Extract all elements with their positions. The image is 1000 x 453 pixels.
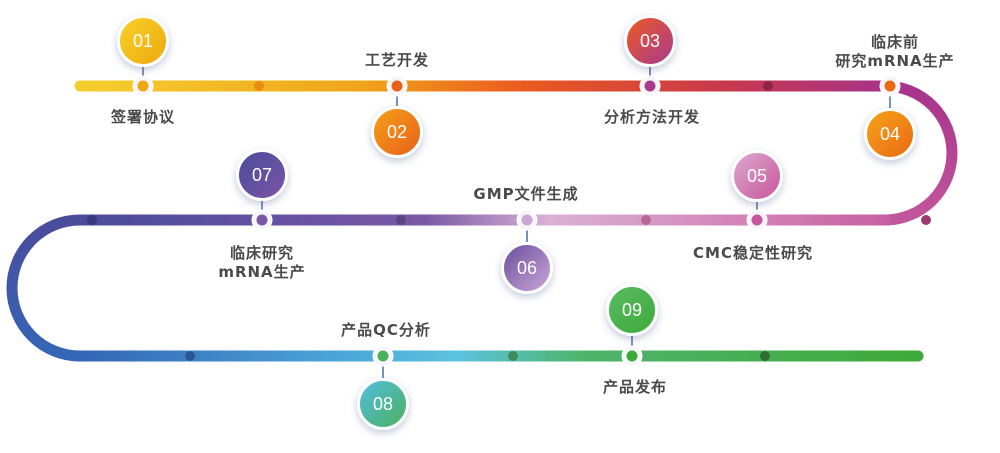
milestone-dot-06 bbox=[521, 214, 533, 226]
milestone-dot-04 bbox=[884, 80, 896, 92]
track-dot bbox=[763, 81, 773, 91]
track-dot bbox=[396, 215, 406, 225]
step-label-01: 签署协议 bbox=[110, 108, 176, 126]
step-number: 09 bbox=[621, 299, 643, 320]
milestone-dot-02 bbox=[391, 80, 403, 92]
step-badge-08: 08 bbox=[357, 378, 409, 430]
step-badge-02: 02 bbox=[371, 106, 423, 158]
step-number: 08 bbox=[372, 393, 394, 414]
track-dots bbox=[87, 81, 931, 361]
step-number: 01 bbox=[132, 30, 154, 51]
milestones bbox=[132, 75, 901, 367]
step-number: 05 bbox=[746, 165, 768, 186]
step-badge-01: 01 bbox=[117, 15, 169, 67]
track-dot bbox=[760, 351, 770, 361]
track-curve-right bbox=[884, 80, 958, 226]
step-label-04-line1: 临床前 bbox=[870, 33, 919, 51]
step-label-07-line1: 临床研究 bbox=[229, 244, 294, 262]
step-label-07-line2: mRNA生产 bbox=[218, 263, 306, 281]
step-badge-09: 09 bbox=[606, 284, 658, 336]
step-number: 07 bbox=[251, 164, 273, 185]
step-label-03: 分析方法开发 bbox=[603, 108, 701, 126]
step-badge-04: 04 bbox=[864, 108, 916, 160]
milestone-dot-05 bbox=[751, 214, 763, 226]
track-dot bbox=[185, 351, 195, 361]
step-number: 03 bbox=[639, 30, 661, 51]
milestone-dot-07 bbox=[256, 214, 268, 226]
step-number: 02 bbox=[386, 121, 408, 142]
step-badge-07: 07 bbox=[236, 149, 288, 201]
track-dot bbox=[254, 81, 264, 91]
track-dot bbox=[921, 215, 931, 225]
step-label-07: 临床研究 mRNA生产 bbox=[218, 244, 305, 282]
step-badge-06: 06 bbox=[501, 242, 553, 294]
step-label-04: 临床前 研究mRNA生产 bbox=[835, 33, 954, 71]
step-badge-05: 05 bbox=[731, 150, 783, 202]
milestone-dot-09 bbox=[626, 350, 638, 362]
step-label-05: CMC稳定性研究 bbox=[693, 244, 813, 262]
step-number: 04 bbox=[879, 123, 901, 144]
step-label-08: 产品QC分析 bbox=[341, 321, 431, 339]
track-dot bbox=[87, 215, 97, 225]
step-badge-03: 03 bbox=[624, 15, 676, 67]
step-label-06: GMP文件生成 bbox=[473, 185, 579, 203]
milestone-dot-03 bbox=[644, 80, 656, 92]
step-label-02: 工艺开发 bbox=[364, 51, 430, 69]
step-label-09: 产品发布 bbox=[602, 378, 668, 396]
track-dot bbox=[641, 215, 651, 225]
track-dot bbox=[508, 351, 518, 361]
track-curve-left bbox=[6, 214, 81, 362]
milestone-dot-01 bbox=[137, 80, 149, 92]
step-label-04-line2: 研究mRNA生产 bbox=[835, 52, 955, 70]
step-number: 06 bbox=[516, 257, 538, 278]
milestone-dot-08 bbox=[377, 350, 389, 362]
